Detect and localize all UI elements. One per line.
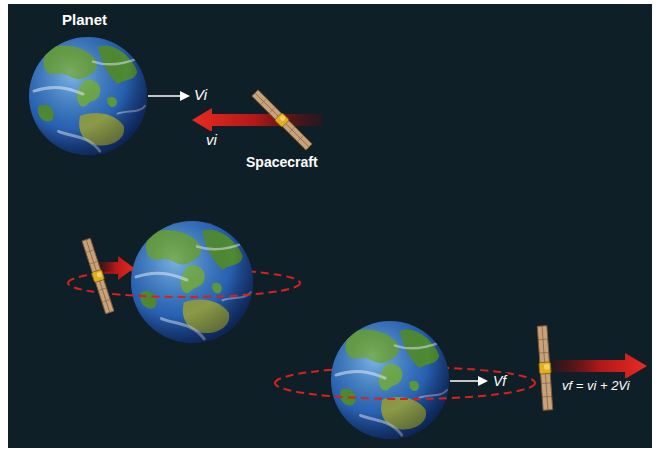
planet-velocity-arrow [450,376,488,386]
velocity-label: Vf [491,373,508,390]
spacecraft [251,89,312,150]
spacecraft [81,238,115,314]
velocity-label: vi [204,131,219,149]
spacecraft [536,326,553,411]
planet-label: Planet [60,11,109,29]
spacecraft-label: Spacecraft [244,154,320,171]
planet-globe [331,321,449,439]
velocity-formula: vf = vi + 2Vi [560,378,632,394]
velocity-label: Vi [192,86,209,104]
planet-globe [131,221,253,343]
spacecraft-velocity-arrow [552,353,647,379]
planet-globe [29,37,147,155]
space-background [8,4,652,448]
planet-velocity-arrow [148,91,190,101]
spacecraft-velocity-arrow [192,108,322,132]
